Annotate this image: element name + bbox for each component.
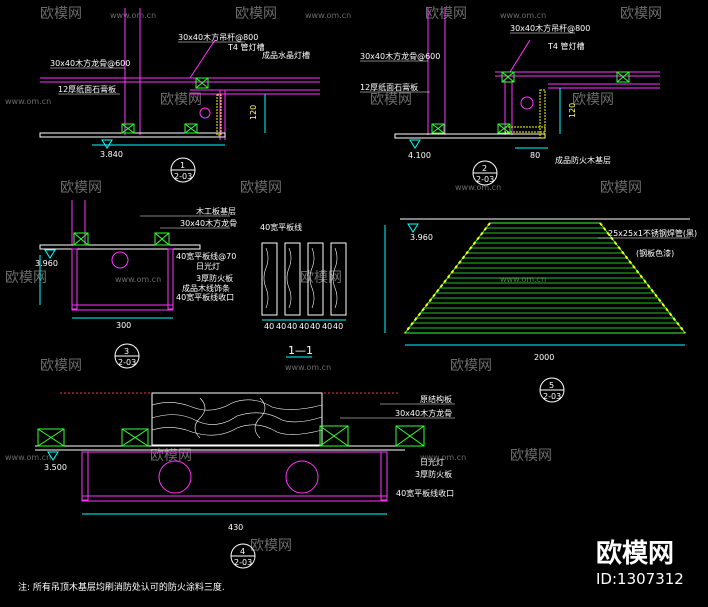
watermark-url: www.om.cn xyxy=(500,11,546,20)
watermark-brand: 欧模网 xyxy=(40,358,82,374)
section-1-1: 40宽平板线 40 40 40 40 40 40 40 1—1 xyxy=(260,222,347,358)
section-dim: 40 xyxy=(333,322,343,331)
detail2-number: 2 xyxy=(482,164,487,173)
detail5-elevation: 3.960 xyxy=(410,233,433,242)
detail3-label1: 木工板基层 xyxy=(196,206,236,216)
detail4-label-top: 原结构板 xyxy=(420,394,452,404)
detail3-sheet: 2-03 xyxy=(118,358,136,367)
detail1-elevation: 3.840 xyxy=(100,150,123,159)
section-dim: 40 xyxy=(299,322,309,331)
dim-430: 430 xyxy=(228,523,243,532)
detail3-label4: 日光灯 xyxy=(196,261,220,271)
section-dim: 40 xyxy=(264,322,274,331)
detail4-elevation: 3.500 xyxy=(44,463,67,472)
section-dim: 40 xyxy=(276,322,286,331)
detail4-label-joist: 30x40木方龙骨 xyxy=(395,408,452,418)
watermark-brand: 欧模网 xyxy=(620,6,662,22)
detail2-lamp-label: T4 管灯槽 xyxy=(547,41,585,51)
watermark-brand: 欧模网 xyxy=(240,180,282,196)
section-dim: 40 xyxy=(310,322,320,331)
footer-id: ID:1307312 xyxy=(596,570,684,588)
detail3-label2: 30x40木方龙骨 xyxy=(180,218,237,228)
hatch-lines xyxy=(407,227,683,329)
dim-2000: 2000 xyxy=(534,353,554,362)
detail5-number: 5 xyxy=(549,381,554,390)
detail4-number: 4 xyxy=(240,547,245,556)
detail1-board-label: 12厚纸面石膏板 xyxy=(58,84,116,94)
detail4-label-lamp: 日光灯 xyxy=(420,457,444,467)
detail2-ceiling-label: 30x40木方吊杆@800 xyxy=(510,23,590,33)
watermark-brand: 欧模网 xyxy=(60,180,102,196)
detail1-joist-label: 30x40木方龙骨@600 xyxy=(50,58,130,68)
detail1-sheet: 2-03 xyxy=(174,172,192,181)
watermark-brand: 欧模网 xyxy=(425,6,467,22)
watermark-brand: 欧模网 xyxy=(510,448,552,464)
detail-3: 300 木工板基层 30x40木方龙骨 40宽平板线@70 日光灯 3厚防火板 … xyxy=(35,200,237,369)
watermark-url: www.om.cn xyxy=(110,11,156,20)
detail1-number: 1 xyxy=(180,161,185,170)
watermark-url: www.om.cn xyxy=(115,275,161,284)
detail3-elevation: 3.960 xyxy=(35,259,58,268)
detail3-label7: 40宽平板线收口 xyxy=(176,292,234,302)
section-top-label: 40宽平板线 xyxy=(260,222,302,232)
wood-grain xyxy=(151,397,323,439)
detail5-label1: 25x25x1不锈钢焊管(黑) xyxy=(608,228,697,238)
watermark-brand: 欧模网 xyxy=(235,6,277,22)
detail3-label3: 40宽平板线@70 xyxy=(176,251,236,261)
detail2-sheet: 2-03 xyxy=(476,175,494,184)
section-dim: 40 xyxy=(287,322,297,331)
section-title: 1—1 xyxy=(288,344,313,357)
watermark-brand: 欧模网 xyxy=(370,92,412,108)
watermark-url: www.om.cn xyxy=(5,453,51,462)
footer-note: 注: 所有吊顶木基层均刷消防处认可的防火涂料三度. xyxy=(18,581,225,593)
watermark-brand: 欧模网 xyxy=(600,180,642,196)
watermark-url: www.om.cn xyxy=(455,183,501,192)
watermark-brand: 欧模网 xyxy=(450,358,492,374)
section-dim: 40 xyxy=(322,322,332,331)
watermark-brand: 欧模网 xyxy=(5,270,47,286)
detail4-label-edge: 40宽平板线收口 xyxy=(396,488,454,498)
detail4-sheet: 2-03 xyxy=(234,558,252,567)
watermark-brand: 欧模网 xyxy=(300,270,342,286)
detail1-lamp-label: T4 管灯槽 xyxy=(227,42,265,52)
detail2-elevation: 4.100 xyxy=(408,151,431,160)
detail4-label-fire: 3厚防火板 xyxy=(415,469,452,479)
brand-logo: 欧模网 xyxy=(596,538,674,569)
watermark-brand: 欧模网 xyxy=(40,6,82,22)
detail2-note-label: 成品防火木基层 xyxy=(555,155,611,165)
detail5-sheet: 2-03 xyxy=(543,392,561,401)
watermark-url: www.om.cn xyxy=(305,11,351,20)
watermark-brand: 欧模网 xyxy=(160,92,202,108)
watermark-url: www.om.cn xyxy=(500,275,546,284)
detail1-ceiling-label: 30x40木方吊杆@800 xyxy=(178,32,258,42)
watermark-url: www.om.cn xyxy=(5,97,51,106)
detail-2: 120 80 30x40木方吊杆@800 30x40木方龙骨@600 T4 管灯… xyxy=(360,8,660,186)
detail2-board-label: 12厚纸面石膏板 xyxy=(360,82,418,92)
watermark-brand: 欧模网 xyxy=(250,538,292,554)
detail-1: 120 30x40木方吊杆@800 30x40木方龙骨@600 T4 管灯槽 成… xyxy=(39,8,320,183)
detail3-label6: 成品木线饰条 xyxy=(182,283,230,293)
footer: 注: 所有吊顶木基层均刷消防处认可的防火涂料三度. 欧模网 ID:1307312 xyxy=(18,538,684,593)
detail1-panel-label: 成品水晶灯槽 xyxy=(262,50,310,60)
detail5-label2: (钢板色漆) xyxy=(636,248,674,258)
watermark-url: www.om.cn xyxy=(420,453,466,462)
dim-120: 120 xyxy=(249,105,258,120)
dim-120: 120 xyxy=(568,103,577,118)
dim-300: 300 xyxy=(116,321,131,330)
detail2-joist-label: 30x40木方龙骨@600 xyxy=(360,51,440,61)
detail3-number: 3 xyxy=(124,347,129,356)
detail3-label5: 3厚防火板 xyxy=(196,273,233,283)
detail-5: 2000 25x25x1不锈钢焊管(黑) (钢板色漆) 3.960 5 2-03 xyxy=(384,218,697,403)
watermark-url: www.om.cn xyxy=(285,363,331,372)
detail-4: 430 原结构板 30x40木方龙骨 日光灯 3厚防火板 40宽平板线收口 3.… xyxy=(35,392,455,569)
dim-80: 80 xyxy=(530,151,540,160)
watermark-brand: 欧模网 xyxy=(572,92,614,108)
watermark-layer: 欧模网 www.om.cn 欧模网 www.om.cn 欧模网 www.om.c… xyxy=(5,6,662,554)
